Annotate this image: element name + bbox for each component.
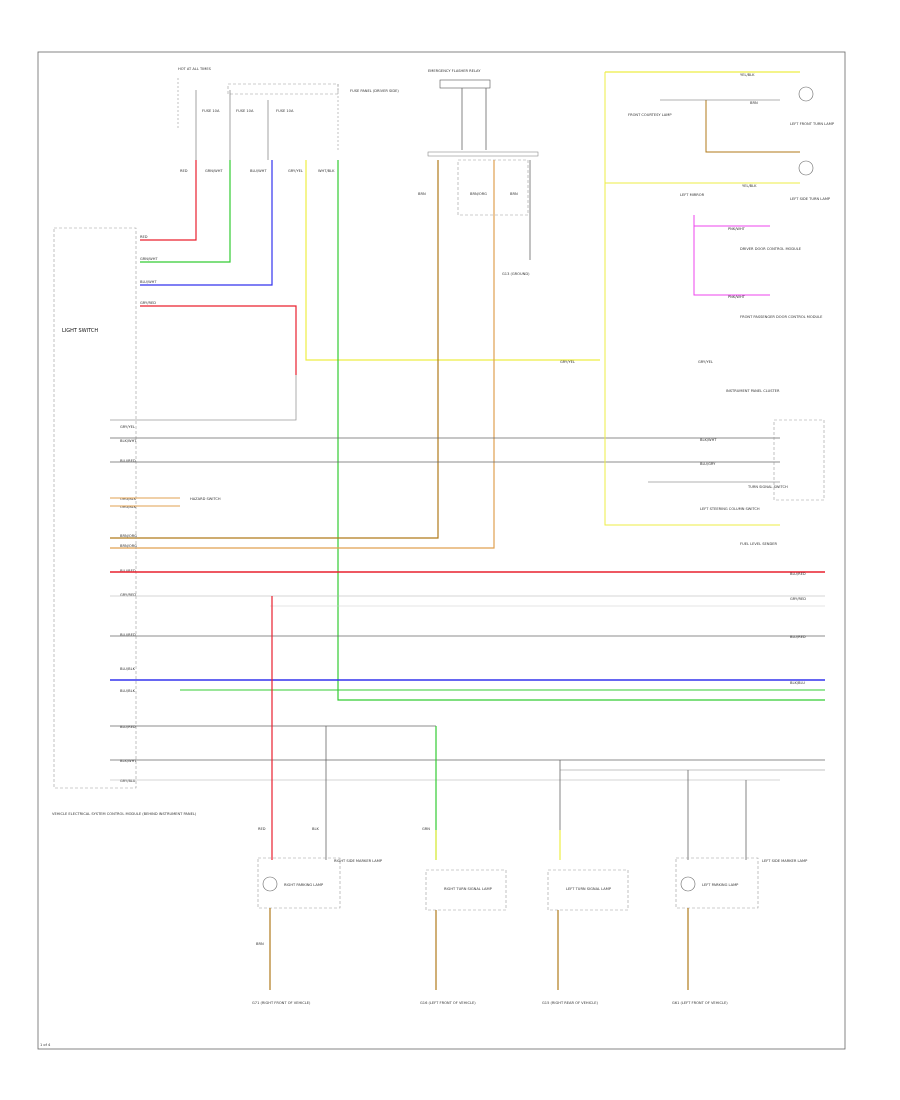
light-switch: LIGHT SWITCH VEHICLE ELECTRICAL SYSTEM C… xyxy=(52,227,197,816)
side-marker-right-label: RIGHT SIDE MARKER LAMP xyxy=(334,859,383,863)
control-module-label: VEHICLE ELECTRICAL SYSTEM CONTROL MODULE… xyxy=(52,812,197,816)
flasher-relay-label: EMERGENCY FLASHER RELAY xyxy=(428,69,481,73)
bottom-comp-2-ground: G15 (RIGHT REAR OF VEHICLE) xyxy=(542,1001,598,1005)
hazard-switch-label: HAZARD SWITCH xyxy=(190,497,221,501)
pin-label-5: BLK/WHT xyxy=(120,439,137,443)
flasher-relay: EMERGENCY FLASHER RELAY BRN BRN/ORG BRN … xyxy=(418,69,539,276)
wire-label-yellow: GRY/YEL xyxy=(288,169,303,173)
bottom-comp-3-title: LEFT PARKING LAMP xyxy=(702,883,739,887)
bottom-wire-brn: BRN xyxy=(256,942,264,946)
bus-wires xyxy=(110,437,825,781)
wire-blue-feed xyxy=(140,160,273,286)
pin-label-14: BLU/BLK xyxy=(120,667,136,671)
pin-label-12: GRY/RED xyxy=(120,593,136,597)
bottom-comp-0-ground: G71 (RIGHT FRONT OF VEHICLE) xyxy=(252,1001,311,1005)
right-wire-blug: BLU/GRY xyxy=(700,462,716,466)
turn-signal-switch-label: TURN SIGNAL SWITCH xyxy=(747,485,788,489)
hot-at-all-times-label: HOT AT ALL TIMES xyxy=(178,67,212,71)
wire-pink-right xyxy=(693,215,770,296)
wire-label-blue: BLU/WHT xyxy=(250,169,267,173)
steering-column-switch-label: LEFT STEERING COLUMN SWITCH xyxy=(700,507,760,511)
courtesy-lamp-label: FRONT COURTESY LAMP xyxy=(628,113,672,117)
relay-ground-note: G13 (GROUND) xyxy=(502,272,530,276)
left-front-turn-lamp-label: LEFT FRONT TURN LAMP xyxy=(790,122,835,126)
right-wire-blkw: BLK/WHT xyxy=(700,438,717,442)
pin-label-13: BLU/RED xyxy=(120,633,136,637)
right-wire-blkb: BLK/BLU xyxy=(790,681,805,685)
diagram-frame xyxy=(37,51,846,1050)
fuse-label-a: FUSE 10A xyxy=(202,109,220,113)
bottom-components: RIGHT PARKING LAMP RIGHT TURN SIGNAL LAM… xyxy=(252,596,808,1005)
right-wire-gray-2: GRY/YEL xyxy=(698,360,713,364)
pin-label-18: GRY/BLU xyxy=(120,779,136,783)
pin-label-0: RED xyxy=(140,235,148,239)
wire-label-white: WHT/BLK xyxy=(318,169,335,173)
pin-label-8: ORG/BLK xyxy=(120,505,137,509)
left-pin-labels: RED GRN/WHT BLU/WHT GRY/RED GRY/YEL BLK/… xyxy=(120,235,158,783)
pin-label-9: BRN/ORG xyxy=(120,534,137,538)
pin-label-4: GRY/YEL xyxy=(120,425,135,429)
wire-orange-relay xyxy=(110,160,495,549)
right-wire-yellow-2: YEL/BLK xyxy=(742,184,757,188)
right-wire-gray: GRY/YEL xyxy=(560,360,575,364)
switch-feed-wires xyxy=(110,160,825,701)
pin-label-6: BLU/RED xyxy=(120,459,136,463)
instrument-cluster-label: INSTRUMENT PANEL CLUSTER xyxy=(726,389,780,393)
right-wire-red: BLU/RED xyxy=(790,572,806,576)
side-marker-left-label: LEFT SIDE MARKER LAMP xyxy=(762,859,808,863)
relay-wire-org: BRN/ORG xyxy=(470,192,487,196)
pin-label-16: BLU/RED xyxy=(120,725,136,729)
fuse-panel-area: HOT AT ALL TIMES FUSE 10A FUSE 10A FUSE … xyxy=(177,67,399,160)
wire-brown-right xyxy=(705,100,800,153)
left-side-turn-lamp-label: LEFT SIDE TURN LAMP xyxy=(790,197,831,201)
pin-label-2: BLU/WHT xyxy=(140,280,157,284)
fuse-label-c: FUSE 10A xyxy=(276,109,294,113)
pin-label-10: BRN/ORG xyxy=(120,544,137,548)
fuel-level-sender-label: FUEL LEVEL SENDER xyxy=(740,542,778,546)
right-components: YEL/BLK BRN YEL/BLK PNK/WHT PNK/WHT GRY/… xyxy=(560,71,835,685)
wire-red-feed-2 xyxy=(140,305,297,375)
right-wire-pink: PNK/WHT xyxy=(728,227,746,231)
light-switch-label: LIGHT SWITCH xyxy=(62,328,98,334)
right-wire-pink-2: PNK/WHT xyxy=(728,295,746,299)
wire-red-feed xyxy=(140,160,197,241)
bottom-comp-0-title: RIGHT PARKING LAMP xyxy=(284,883,324,887)
wire-label-red: RED xyxy=(180,169,188,173)
wire-label-green: GRN/WHT xyxy=(205,169,223,173)
wire-green-feed xyxy=(140,160,231,263)
bottom-comp-2-title: LEFT TURN SIGNAL LAMP xyxy=(566,887,612,891)
passenger-door-module-label: FRONT PASSENGER DOOR CONTROL MODULE xyxy=(740,315,823,319)
pin-label-1: GRN/WHT xyxy=(140,257,158,261)
left-mirror-label: LEFT MIRROR xyxy=(680,193,705,197)
bottom-wire-grn: GRN xyxy=(422,827,430,831)
bottom-comp-3-ground: G61 (LEFT FRONT OF VEHICLE) xyxy=(672,1001,728,1005)
bottom-wire-blk: BLK xyxy=(312,827,319,831)
page-number: 1 of 4 xyxy=(40,1043,51,1047)
right-wire-yellow: YEL/BLK xyxy=(740,73,755,77)
fuse-label-b: FUSE 10A xyxy=(236,109,254,113)
wire-yellow-feed xyxy=(305,160,600,361)
driver-door-module-label: DRIVER DOOR CONTROL MODULE xyxy=(740,247,802,251)
relay-wire-brn-2: BRN xyxy=(510,192,518,196)
pin-label-11: BLU/RED xyxy=(120,569,136,573)
relay-wire-brn: BRN xyxy=(418,192,426,196)
pin-label-3: GRY/RED xyxy=(140,301,156,305)
pin-label-7: ORG/BLK xyxy=(120,497,137,501)
bottom-wire-red: RED xyxy=(258,827,266,831)
right-wire-gryr: GRY/RED xyxy=(790,597,806,601)
right-wire-blur: BLU/RED xyxy=(790,635,806,639)
wire-gray-feed xyxy=(110,375,297,421)
wire-green-long xyxy=(337,160,825,701)
wire-brown-relay xyxy=(110,160,439,539)
pin-label-17: BLK/WHT xyxy=(120,759,137,763)
pin-label-15: BLU/BLK xyxy=(120,689,136,693)
bottom-comp-1-title: RIGHT TURN SIGNAL LAMP xyxy=(444,887,493,891)
right-wire-brown: BRN xyxy=(750,101,758,105)
fuse-panel-note: FUSE PANEL (DRIVER SIDE) xyxy=(350,89,399,93)
bottom-comp-1-ground: G16 (LEFT FRONT OF VEHICLE) xyxy=(420,1001,476,1005)
